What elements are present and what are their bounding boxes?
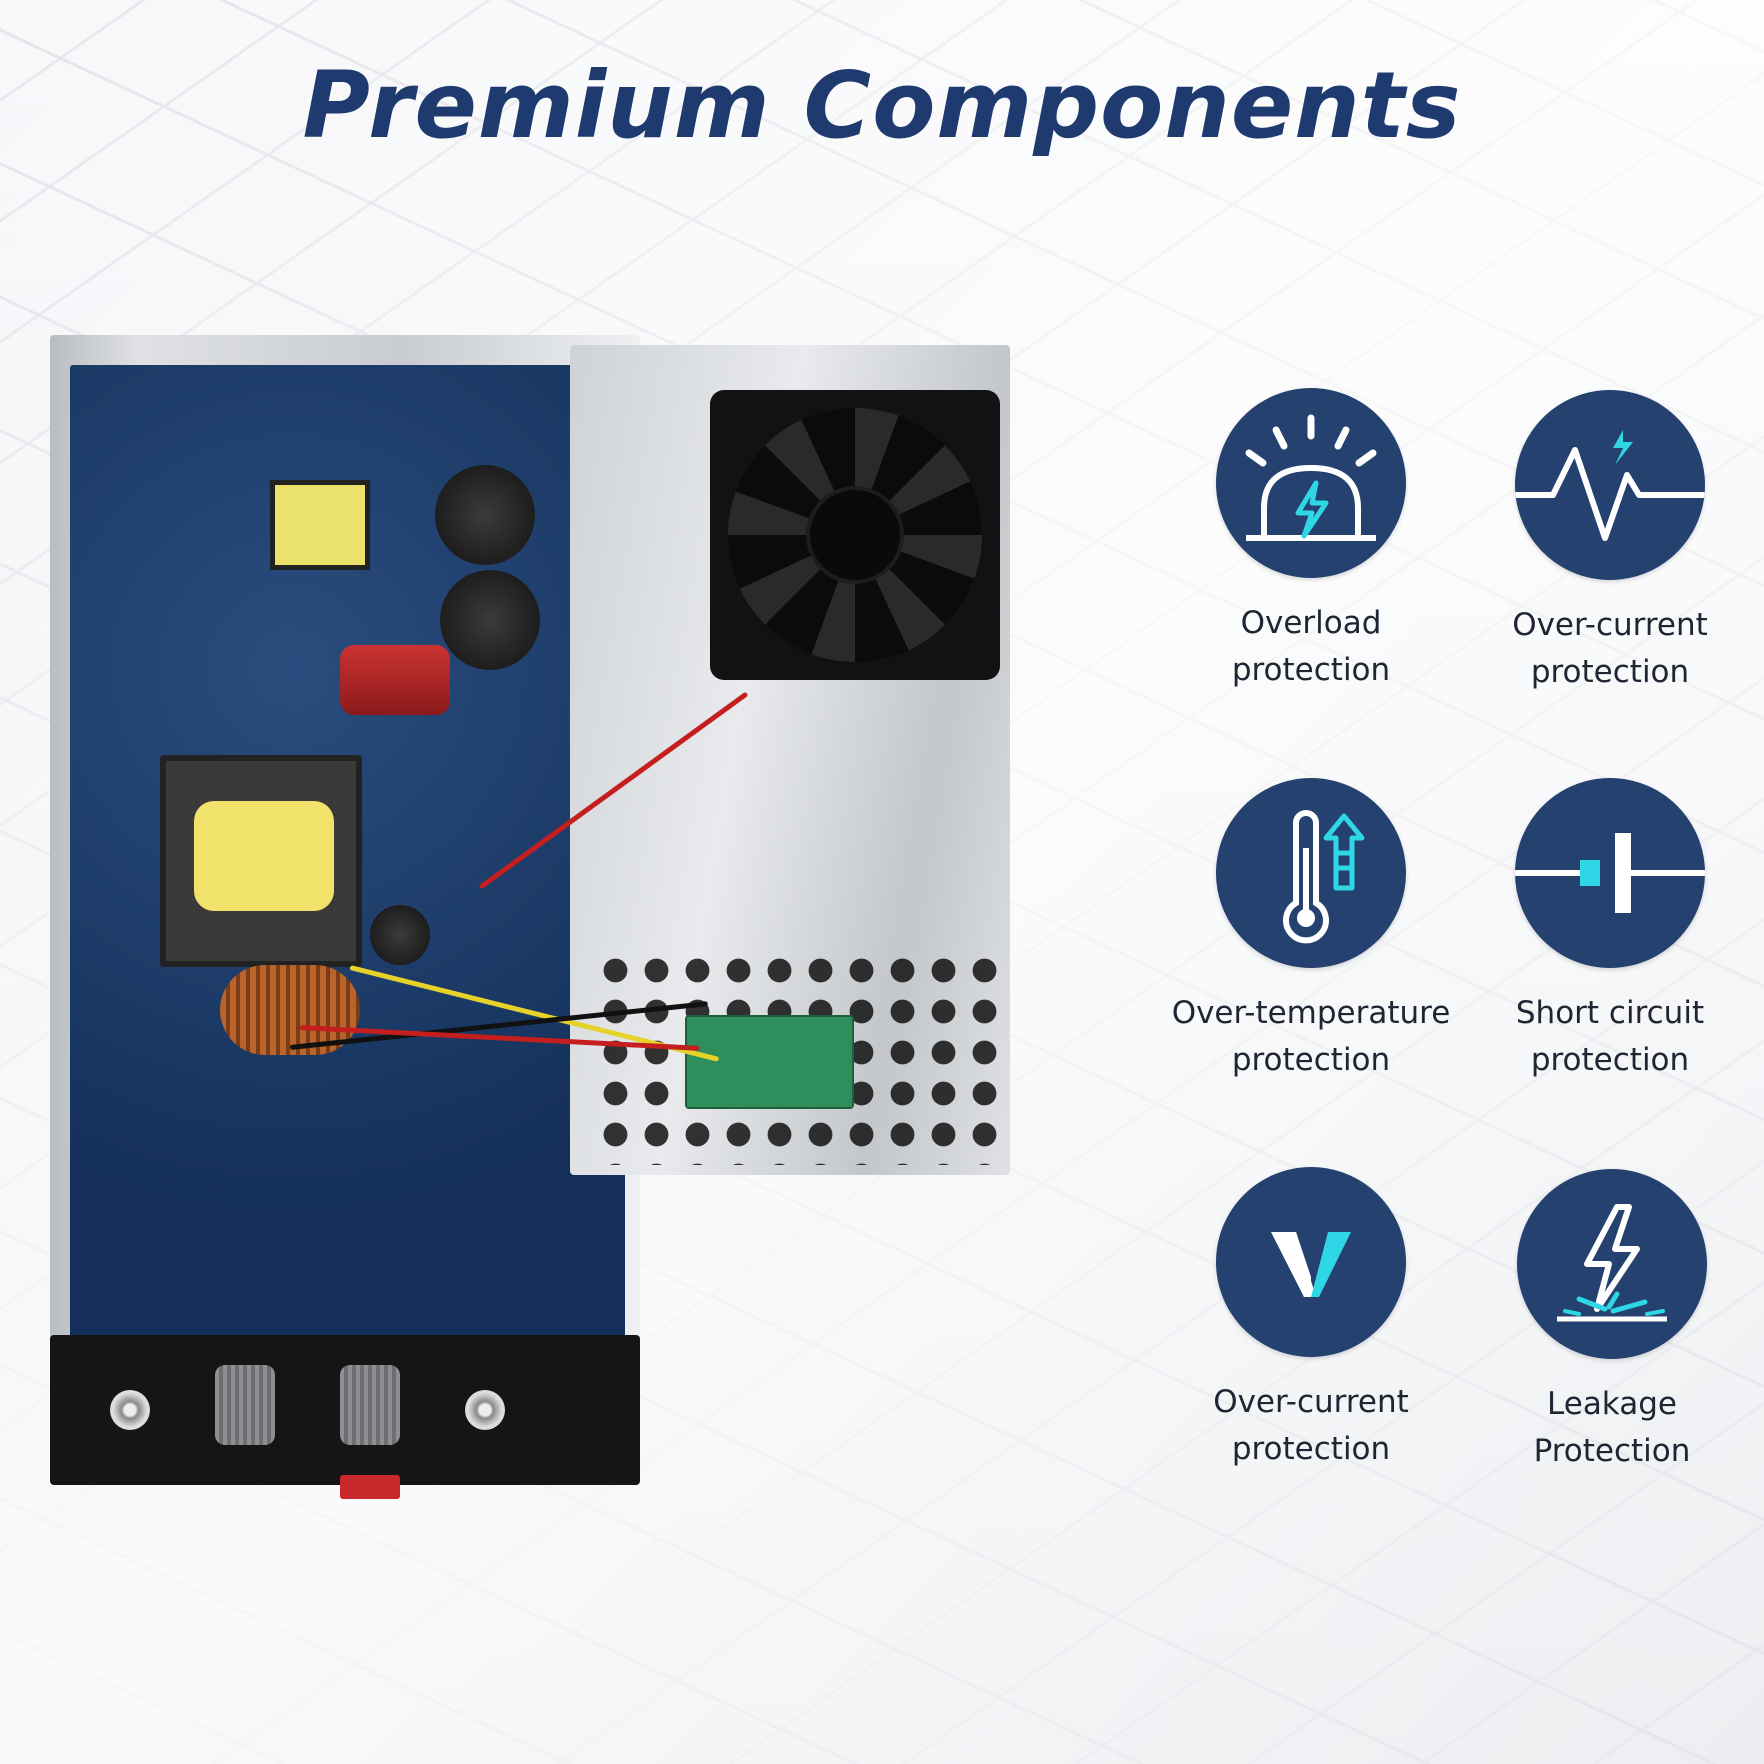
voltage-v-icon bbox=[1216, 1167, 1406, 1357]
red-capacitor bbox=[340, 645, 450, 715]
power-supply-case bbox=[50, 335, 640, 1499]
feature-label-line1: Short circuit bbox=[1515, 995, 1705, 1031]
adjust-knob bbox=[340, 1365, 400, 1445]
capacitor bbox=[370, 905, 430, 965]
cooling-fan bbox=[710, 390, 1000, 680]
adjust-knob bbox=[215, 1365, 275, 1445]
feature-overload: Overload protection bbox=[1161, 388, 1461, 694]
lightning-ground-icon bbox=[1517, 1169, 1707, 1359]
capacitor-icon bbox=[1515, 778, 1705, 968]
page-title: Premium Components bbox=[302, 52, 1462, 159]
small-transformer bbox=[270, 480, 370, 570]
feature-label-line2: protection bbox=[1231, 1431, 1391, 1467]
power-switch bbox=[340, 1475, 400, 1499]
feature-over-current: Over-current protection bbox=[1460, 390, 1760, 696]
feature-label-line1: Over-current bbox=[1213, 1384, 1409, 1420]
front-panel bbox=[50, 1335, 640, 1499]
pulse-bolt-icon bbox=[1515, 390, 1705, 580]
feature-label-line2: protection bbox=[1231, 652, 1391, 688]
feature-short-circuit: Short circuit protection bbox=[1460, 778, 1760, 1084]
feature-over-temperature: Over-temperature protection bbox=[1161, 778, 1461, 1084]
feature-label-line2: protection bbox=[1530, 654, 1690, 690]
feature-label-line2: protection bbox=[1231, 1042, 1391, 1078]
feature-label-line1: Over-temperature bbox=[1171, 995, 1451, 1031]
feature-label-line1: Leakage bbox=[1547, 1386, 1677, 1422]
overload-icon bbox=[1216, 388, 1406, 578]
product-photo bbox=[50, 325, 1140, 1499]
capacitor bbox=[435, 465, 535, 565]
feature-label-line2: protection bbox=[1530, 1042, 1690, 1078]
screw bbox=[465, 1390, 505, 1430]
display-board bbox=[685, 1015, 854, 1109]
feature-label-line1: Overload bbox=[1240, 605, 1382, 641]
feature-over-current-voltage: Over-current protection bbox=[1161, 1167, 1461, 1473]
main-transformer bbox=[160, 755, 362, 967]
thermometer-icon bbox=[1216, 778, 1406, 968]
feature-label-line2: Protection bbox=[1533, 1433, 1691, 1469]
capacitor bbox=[440, 570, 540, 670]
feature-label-line1: Over-current bbox=[1512, 607, 1708, 643]
screw bbox=[110, 1390, 150, 1430]
circuit-board bbox=[70, 365, 625, 1375]
